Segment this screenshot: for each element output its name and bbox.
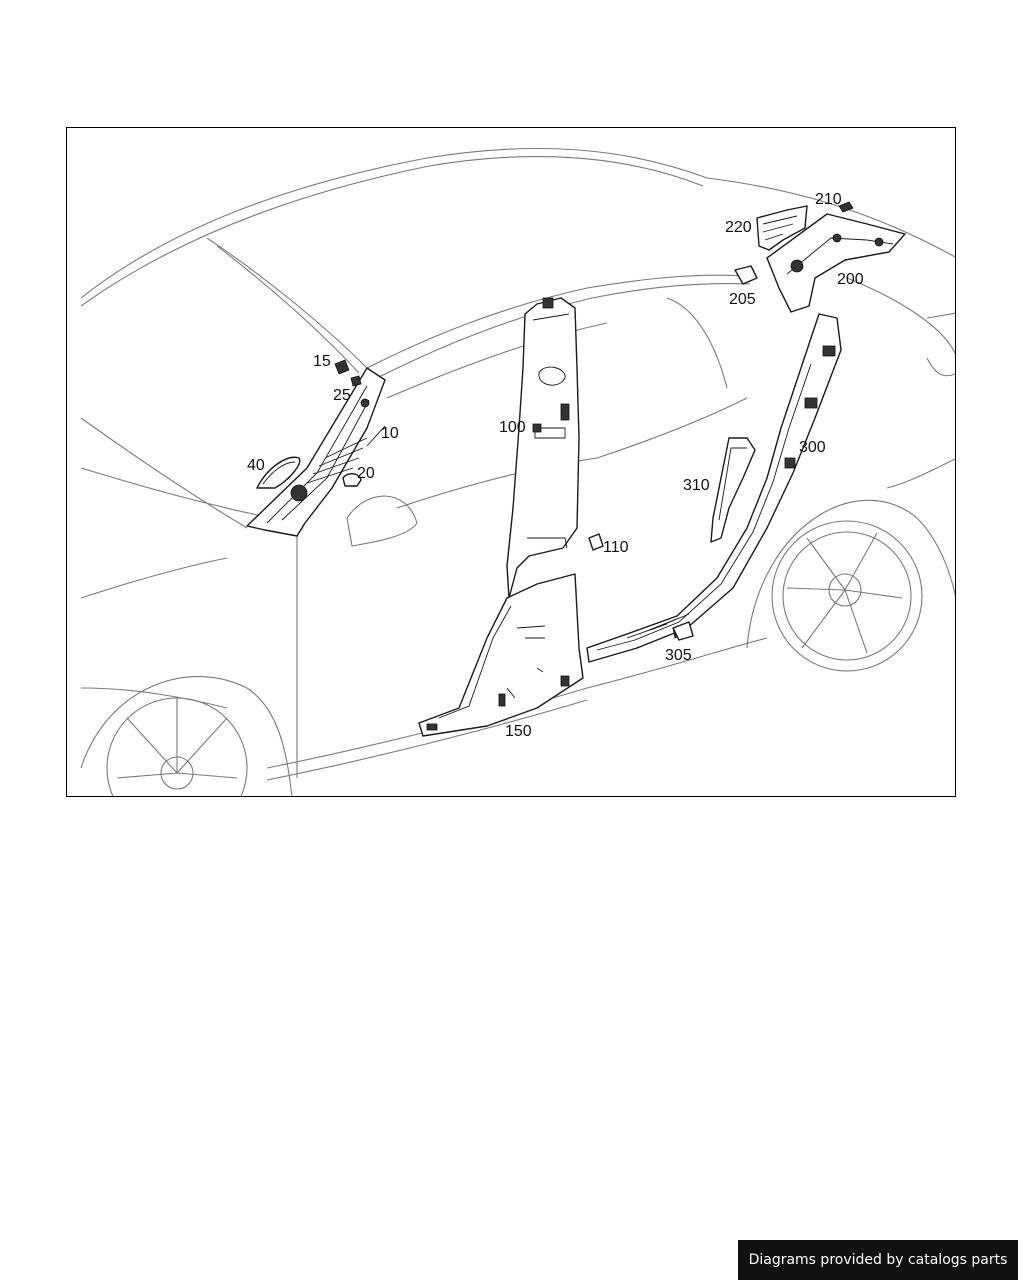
parts-diagram-frame: 10 15 25 40 20 100 110 150 220 210 200 2… xyxy=(66,127,956,797)
car-outline xyxy=(80,147,955,796)
callout-205: 205 xyxy=(729,291,756,308)
part-10-a-pillar-trim xyxy=(246,367,386,537)
part-310-trim-strip xyxy=(710,437,756,543)
front-wheel xyxy=(80,676,293,796)
callout-110: 110 xyxy=(603,539,629,556)
leader-lines xyxy=(366,425,386,447)
callout-100: 100 xyxy=(499,419,526,436)
rear-wheel xyxy=(746,499,955,672)
callout-20: 20 xyxy=(357,465,375,482)
part-150-b-pillar-lower xyxy=(418,573,584,737)
callout-labels: 10 15 25 40 20 100 110 150 220 210 200 2… xyxy=(247,191,864,740)
callout-15: 15 xyxy=(313,353,331,370)
part-100-b-pillar-upper xyxy=(506,297,580,599)
part-305-clip xyxy=(672,621,694,641)
part-15-clip xyxy=(334,359,350,375)
credit-banner: Diagrams provided by catalogs parts xyxy=(738,1240,1018,1280)
callout-305: 305 xyxy=(665,647,692,664)
callout-200: 200 xyxy=(837,271,864,288)
callout-210: 210 xyxy=(815,191,842,208)
part-20-cap xyxy=(342,473,362,487)
part-210-clip xyxy=(838,201,854,213)
callout-150: 150 xyxy=(505,723,532,740)
part-110-clip xyxy=(588,533,604,551)
part-25-clip xyxy=(350,375,362,387)
part-205-clip xyxy=(734,265,758,285)
part-220-bracket xyxy=(756,205,808,251)
parts-diagram: 10 15 25 40 20 100 110 150 220 210 200 2… xyxy=(80,147,955,796)
part-200-rear-upper-trim xyxy=(766,213,906,313)
callout-310: 310 xyxy=(683,477,710,494)
callout-10: 10 xyxy=(381,425,399,442)
callout-300: 300 xyxy=(799,439,826,456)
part-300-rear-trim xyxy=(586,313,842,663)
credit-text: Diagrams provided by catalogs parts xyxy=(748,1252,1008,1268)
callout-40: 40 xyxy=(247,457,265,474)
part-40-cover xyxy=(256,456,301,489)
callout-25: 25 xyxy=(333,387,351,404)
callout-220: 220 xyxy=(725,219,752,236)
